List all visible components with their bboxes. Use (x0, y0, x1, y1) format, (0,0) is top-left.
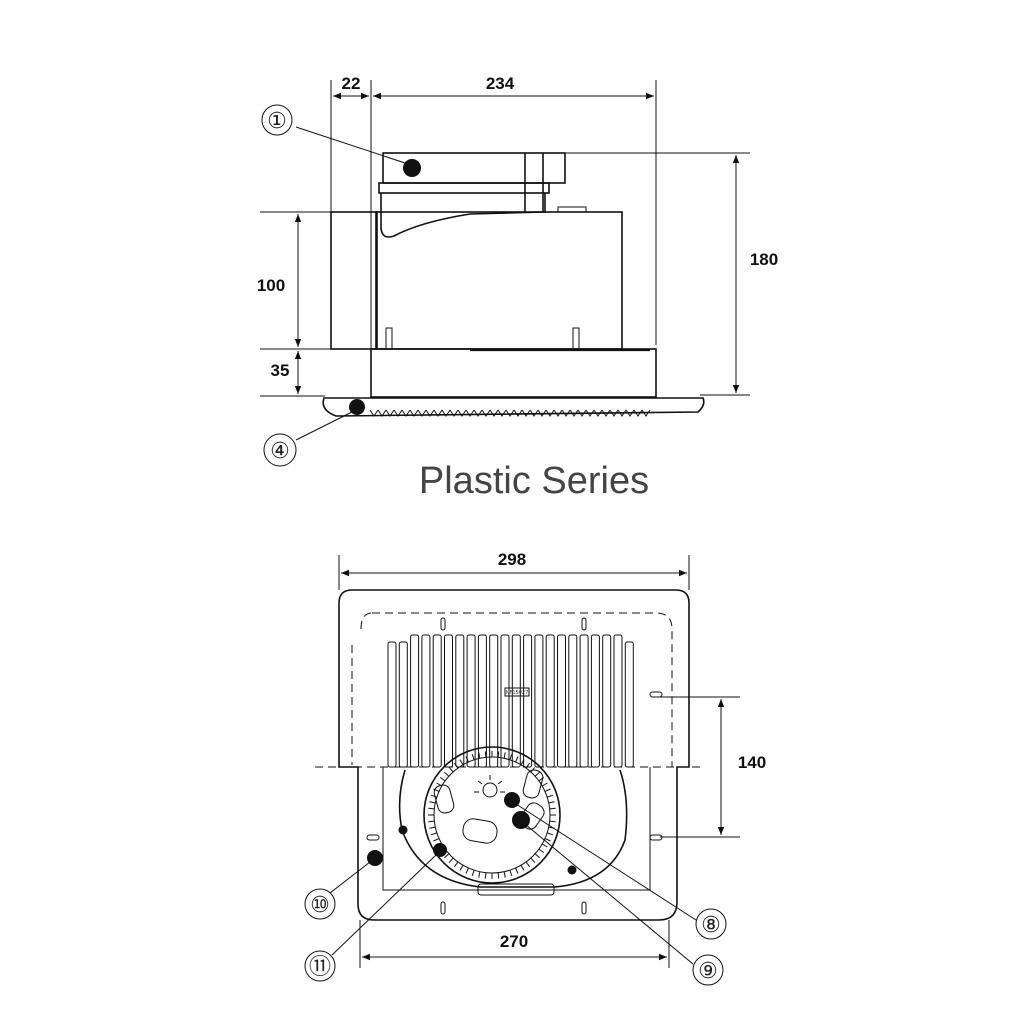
duct-connector (330, 211, 378, 350)
louver (410, 634, 420, 768)
dimension-label-234: 234 (486, 74, 515, 93)
louver (500, 634, 510, 768)
leader-line-1 (295, 126, 406, 164)
callout-dot-4 (349, 399, 365, 415)
leader-line-4 (295, 411, 353, 441)
louver (398, 641, 408, 768)
dimension-label-22: 22 (342, 74, 361, 93)
side-view: 22 234 180 100 35 (257, 74, 778, 502)
bottom-tab (477, 883, 555, 896)
louver (545, 634, 555, 768)
louver (387, 641, 397, 768)
callout-number-8: ⑧ (701, 913, 721, 938)
impeller (423, 746, 561, 884)
dimension-label-298: 298 (498, 550, 526, 569)
louver (523, 634, 533, 768)
callout-circle-4 (263, 433, 297, 467)
motor-flange (378, 182, 550, 194)
louver (444, 634, 453, 768)
series-caption: Plastic Series (419, 460, 649, 502)
callout-circle-1 (261, 104, 293, 136)
louver (421, 634, 431, 768)
fan-wheel (398, 746, 628, 896)
louver (624, 641, 634, 768)
base-plate (370, 348, 657, 398)
louver (568, 634, 578, 768)
grille-frame (338, 589, 690, 921)
callout-circle-11 (304, 950, 336, 982)
callout-dot-11 (433, 843, 447, 857)
louver (477, 634, 487, 768)
leader-line-9 (524, 823, 694, 965)
callout-number-11: ⑪ (309, 955, 331, 980)
lamp-icon (482, 782, 498, 798)
motor-shroud (380, 193, 546, 238)
louver (511, 634, 521, 768)
callout-number-1: ① (267, 109, 287, 134)
louver (489, 634, 499, 768)
dimension-label-100: 100 (257, 276, 285, 295)
label-plate-text: NF15027 (506, 690, 529, 696)
leader-line-11 (331, 854, 437, 956)
louver (579, 634, 589, 768)
callout-number-4: ④ (270, 439, 290, 464)
grille-profile (322, 397, 705, 417)
label-plate (504, 687, 530, 697)
dimension-label-35: 35 (271, 361, 290, 380)
fan-housing-side (322, 152, 705, 417)
louver (613, 634, 623, 768)
louver (466, 634, 476, 768)
dimension-label-140: 140 (738, 753, 766, 772)
leader-line-10 (329, 861, 371, 894)
louver (557, 634, 566, 768)
grille-louvers (387, 634, 634, 768)
bottom-view: 298 NF15027 (304, 550, 766, 986)
main-housing (375, 211, 623, 350)
leader-line-8 (515, 803, 697, 921)
callout-circle-10 (304, 888, 336, 920)
callout-circle-8 (695, 908, 727, 940)
louver (602, 634, 612, 768)
callout-dot-10 (367, 850, 383, 866)
dimension-label-270: 270 (500, 932, 528, 951)
grille-teeth (369, 409, 651, 417)
callout-circle-9 (692, 954, 724, 986)
louver (590, 634, 600, 768)
louver (432, 634, 442, 768)
louver (455, 634, 465, 768)
callout-dot-1 (403, 159, 421, 177)
dimension-label-180: 180 (750, 250, 778, 269)
callout-number-9: ⑨ (698, 959, 718, 984)
callout-number-10: ⑩ (310, 893, 330, 918)
louver (534, 634, 544, 768)
